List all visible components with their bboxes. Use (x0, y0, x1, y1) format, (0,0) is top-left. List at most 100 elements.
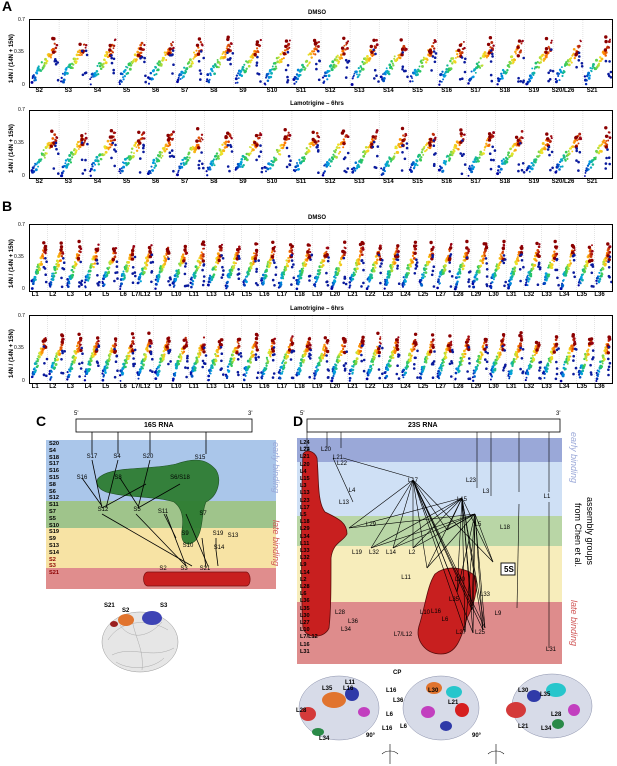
x-axis-label: L9 (155, 292, 163, 298)
data-point (245, 280, 248, 284)
base-point (116, 369, 119, 372)
data-point (279, 53, 282, 56)
data-point (527, 280, 530, 283)
data-point (250, 150, 253, 153)
data-point (43, 156, 46, 159)
data-point (445, 67, 449, 71)
data-point (365, 377, 369, 381)
base-point (555, 257, 559, 261)
base-point (549, 168, 552, 172)
data-point (314, 53, 317, 56)
data-point (418, 69, 422, 73)
x-axis-label: S20/L26 (551, 179, 575, 185)
x-axis-label: L28 (453, 292, 464, 298)
data-point (387, 72, 391, 76)
base-point (397, 282, 401, 285)
highlight-point (108, 48, 112, 52)
data-point (230, 137, 233, 140)
data-point (285, 262, 288, 265)
data-point (402, 134, 405, 137)
highlight-point (371, 135, 375, 139)
data-point (567, 60, 570, 63)
data-point (309, 251, 312, 254)
base-point (460, 56, 464, 59)
data-point (158, 276, 161, 279)
data-point (550, 266, 554, 270)
data-point (191, 283, 194, 286)
highlight-point (52, 141, 56, 145)
base-point (342, 364, 346, 367)
data-point (206, 73, 210, 77)
data-point (563, 70, 566, 74)
data-point (54, 46, 58, 50)
data-point (255, 253, 258, 257)
data-point (127, 267, 130, 270)
highlight-point (369, 44, 373, 49)
data-point (278, 153, 282, 156)
data-point (304, 67, 307, 70)
data-point (361, 60, 364, 64)
data-point (572, 47, 576, 51)
data-point (171, 41, 174, 44)
data-point (368, 59, 371, 62)
data-point (374, 137, 377, 140)
base-point (274, 266, 278, 269)
base-point (260, 166, 264, 170)
data-point (514, 148, 517, 152)
data-point (309, 145, 312, 148)
data-point (588, 74, 591, 77)
data-point (315, 131, 319, 135)
data-point (333, 66, 336, 69)
data-point (555, 170, 558, 173)
data-point (425, 61, 428, 64)
base-point (132, 357, 135, 360)
data-point (549, 135, 553, 138)
base-point (220, 276, 224, 279)
base-point (345, 170, 348, 174)
data-point (318, 41, 320, 43)
base-point (220, 254, 223, 257)
data-point (317, 136, 321, 139)
data-point (506, 68, 509, 72)
base-point (463, 163, 467, 166)
data-point (284, 361, 288, 364)
data-point (163, 262, 167, 266)
data-point (75, 263, 78, 266)
base-point (550, 150, 554, 154)
data-point (195, 362, 197, 365)
highlight-point (574, 135, 579, 139)
highlight-point (254, 242, 258, 246)
base-point (374, 52, 377, 56)
data-point (317, 139, 320, 143)
data-point (382, 76, 386, 80)
base-point (186, 360, 189, 363)
base-point (309, 258, 312, 261)
data-point (127, 351, 130, 354)
data-point (604, 262, 607, 265)
data-point (87, 279, 90, 282)
data-point (230, 364, 233, 368)
data-point (66, 72, 69, 75)
base-point (286, 64, 290, 67)
data-point (209, 72, 212, 75)
base-point (546, 148, 550, 151)
data-point (360, 66, 363, 69)
data-point (302, 65, 305, 69)
data-point (573, 56, 576, 60)
data-point (396, 247, 399, 251)
data-point (338, 359, 341, 363)
data-point (192, 57, 195, 60)
highlight-point (342, 250, 346, 254)
x-axis-label: S4 (93, 179, 102, 185)
base-point (115, 271, 119, 274)
data-point (45, 152, 48, 155)
data-point (212, 273, 216, 276)
data-point (361, 247, 365, 251)
base-point (373, 77, 376, 80)
data-point (265, 364, 268, 367)
data-point (237, 72, 240, 75)
base-point (167, 280, 170, 283)
data-point (457, 147, 460, 151)
base-point (186, 354, 189, 358)
data-point (601, 273, 604, 276)
